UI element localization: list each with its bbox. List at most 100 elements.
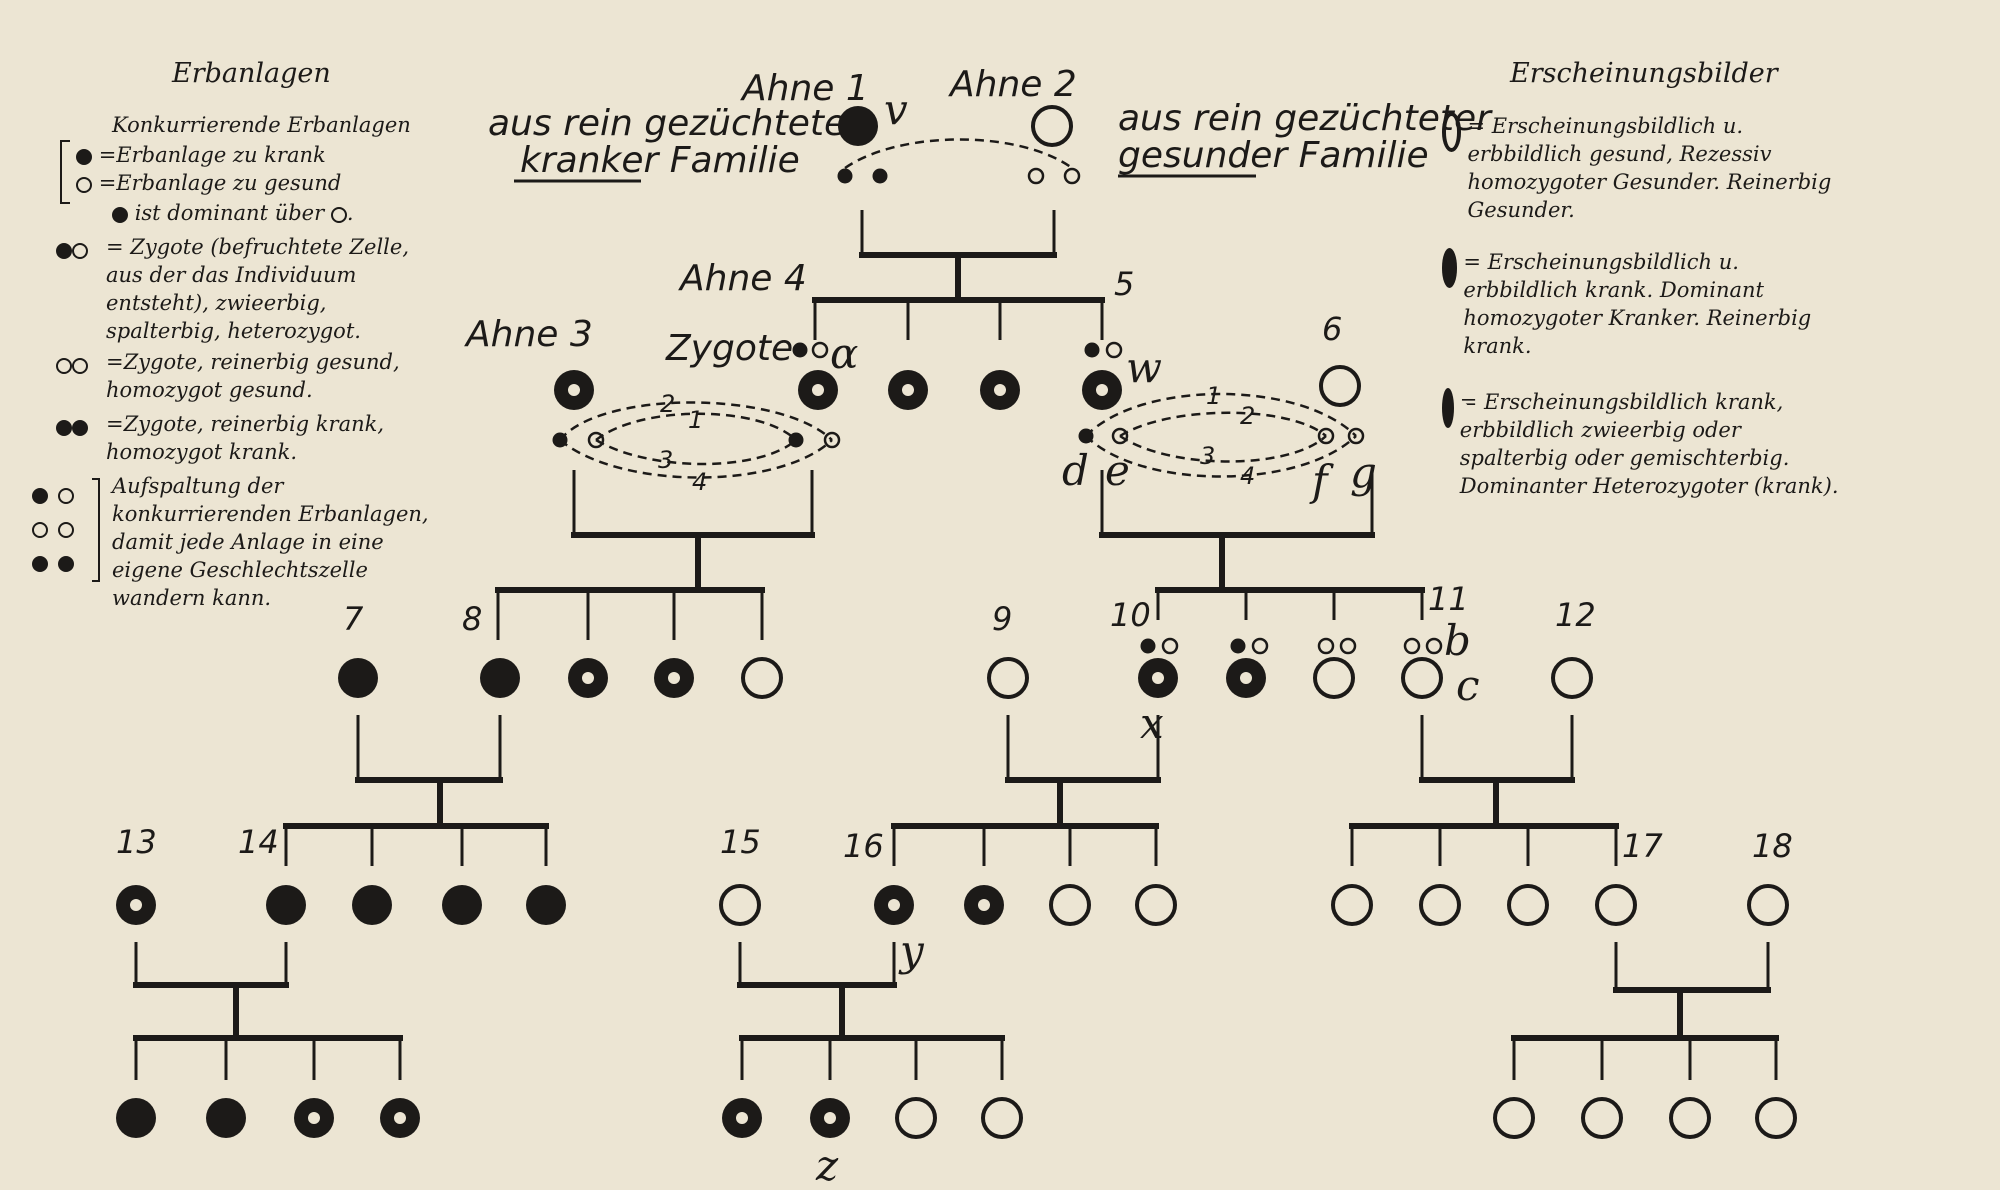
legend-segregation-icons xyxy=(32,478,75,580)
zygote-alpha-sick xyxy=(792,342,808,358)
allele-healthy-icon xyxy=(58,487,75,504)
legend-segregation-brace xyxy=(92,478,100,582)
healthy-symbol xyxy=(1493,1097,1535,1139)
left-family-kranker: kranker xyxy=(520,140,661,181)
healthy-symbol xyxy=(981,1097,1023,1139)
het-symbol-icon xyxy=(1442,388,1468,428)
right-loop-label-1: 1 xyxy=(1206,382,1221,410)
heterozygous-center xyxy=(130,899,142,911)
sick-symbol xyxy=(352,885,392,925)
heterozygous-center xyxy=(582,672,594,684)
left-family-line1: aus rein gezüchteter xyxy=(488,103,863,144)
allele-healthy-icon xyxy=(56,357,72,374)
healthy-symbol xyxy=(1747,884,1789,926)
allele-healthy-icon xyxy=(72,357,88,374)
healthy-symbol-icon xyxy=(1442,112,1462,152)
allele-sick-icon xyxy=(56,419,72,436)
individual-p11 xyxy=(1401,657,1443,699)
ahne1-label: Ahne 1 xyxy=(740,68,869,109)
individual-p13 xyxy=(116,885,156,925)
legend-allele-healthy-text: =Erbanlage zu gesund xyxy=(98,171,342,195)
p9-number: 9 xyxy=(992,600,1012,638)
left-gamete-1 xyxy=(552,432,568,448)
healthy-symbol xyxy=(719,884,761,926)
individual-g4a-5 xyxy=(526,885,566,925)
healthy-symbol xyxy=(741,657,783,699)
right-gamete-4 xyxy=(1347,427,1365,445)
healthy-symbol xyxy=(1331,884,1373,926)
left-loop-label-1: 1 xyxy=(688,406,703,434)
allele-sick-icon xyxy=(58,555,75,572)
individual-g4a-3 xyxy=(352,885,392,925)
heterozygous-center xyxy=(812,384,824,396)
letter-c: c xyxy=(1456,661,1480,710)
allele-healthy-icon xyxy=(330,206,347,223)
healthy-symbol xyxy=(1319,365,1361,407)
right-family-familie: Familie xyxy=(1287,135,1428,176)
legend-bracket xyxy=(60,140,70,204)
individual-p12 xyxy=(1551,657,1593,699)
heterozygous-center xyxy=(824,1112,836,1124)
individual-p17 xyxy=(1595,884,1637,926)
left-loop-3 xyxy=(595,438,797,466)
right-loop-2 xyxy=(1119,411,1327,438)
letter-w: w xyxy=(1126,343,1162,392)
individual-g5c-2 xyxy=(1581,1097,1623,1139)
legend-zygote-sick-icon xyxy=(56,417,88,436)
heterozygous-center xyxy=(736,1112,748,1124)
individual-ahne1 xyxy=(838,106,878,146)
right-gamete-3 xyxy=(1317,427,1335,445)
individual-g4a-4 xyxy=(442,885,482,925)
left-gamete-4 xyxy=(823,431,841,449)
heterozygous-center xyxy=(668,672,680,684)
p12-number: 12 xyxy=(1555,596,1596,634)
allele-sick-icon xyxy=(32,487,48,504)
g3b-2-allele-1 xyxy=(1230,638,1246,654)
right-loop-3 xyxy=(1119,434,1327,463)
healthy-symbol xyxy=(895,1097,937,1139)
right-gamete-1 xyxy=(1078,428,1094,444)
individual-p7 xyxy=(338,658,378,698)
individual-p14 xyxy=(266,885,306,925)
p18-number: 18 xyxy=(1752,827,1793,865)
left-gamete-2 xyxy=(587,431,605,449)
healthy-symbol xyxy=(1419,884,1461,926)
legend-dominance-text: ist dominant über xyxy=(134,201,325,225)
individual-ahne3 xyxy=(554,370,594,410)
individual-g3b-3 xyxy=(1313,657,1355,699)
individual-p9 xyxy=(987,657,1029,699)
healthy-symbol xyxy=(1313,657,1355,699)
individual-g5b-4 xyxy=(981,1097,1023,1139)
left-loop-label-4: 4 xyxy=(692,468,707,496)
letter-v: v xyxy=(884,85,908,134)
ahne6-number: 6 xyxy=(1322,310,1342,348)
individual-ahne2 xyxy=(1031,105,1073,147)
left-loop-1 xyxy=(595,412,797,441)
individual-g2-4 xyxy=(1082,370,1122,410)
allele-sick-icon xyxy=(76,148,92,165)
left-family-line2: kranker Familie xyxy=(520,140,800,181)
heterozygous-center xyxy=(1096,384,1108,396)
legend-heading: Konkurrierende Erbanlagen xyxy=(112,113,411,137)
p7-number: 7 xyxy=(343,600,364,638)
healthy-symbol xyxy=(1401,657,1443,699)
healthy-symbol xyxy=(1135,884,1177,926)
p8-number: 8 xyxy=(462,600,482,638)
p10-number: 10 xyxy=(1110,596,1151,634)
individual-p18 xyxy=(1747,884,1789,926)
p11-number: 11 xyxy=(1428,580,1469,618)
individual-g3a-3 xyxy=(568,658,608,698)
p10-allele-2 xyxy=(1161,637,1179,655)
allele-healthy-icon xyxy=(58,521,75,538)
individual-g5b-2 xyxy=(810,1098,850,1138)
healthy-symbol xyxy=(1595,884,1637,926)
legend-right-title: Erscheinungsbilder xyxy=(1510,58,1778,89)
left-family-familie: Familie xyxy=(658,140,799,181)
heterozygous-center xyxy=(978,899,990,911)
letter-x: x xyxy=(1140,699,1164,748)
zygote-w-sick xyxy=(1084,342,1100,358)
left-loop-label-3: 3 xyxy=(658,446,673,474)
allele-sick-icon xyxy=(56,242,72,259)
allele-markers xyxy=(552,167,1443,655)
